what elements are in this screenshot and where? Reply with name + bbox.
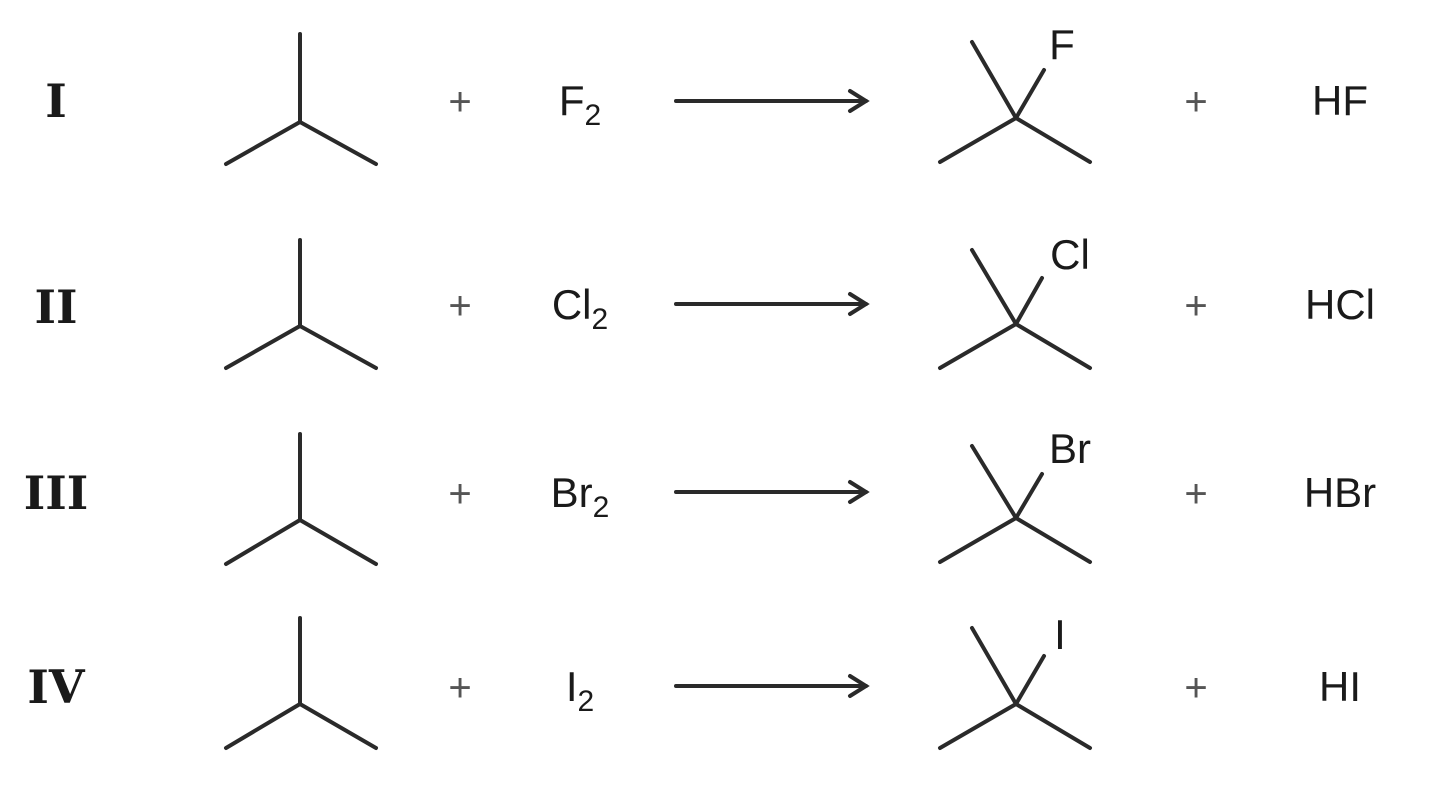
- reaction-label: IV: [27, 660, 85, 714]
- product-skeleton: [938, 444, 1092, 564]
- halogen-substituent: Cl: [1050, 231, 1090, 278]
- reaction-3-bonds: [224, 432, 1092, 566]
- halogen-substituent: I: [1054, 611, 1066, 658]
- hydrogen-halide-byproduct: HF: [1312, 77, 1368, 124]
- reaction-label: I: [45, 74, 67, 128]
- plus-sign-products: +: [1184, 472, 1208, 516]
- reaction-arrow: [674, 674, 870, 698]
- reaction-label: III: [23, 466, 89, 520]
- halogen-substituent: Br: [1049, 425, 1091, 472]
- hydrogen-halide-byproduct: HCl: [1305, 281, 1375, 328]
- plus-sign-reactants: +: [448, 472, 472, 516]
- reaction-row-3: III + Br2 Br + HBr: [0, 424, 1440, 618]
- product-skeleton: [938, 248, 1092, 370]
- product-skeleton: [938, 40, 1092, 164]
- halogen-reagent: Br2: [550, 469, 610, 524]
- plus-sign-products: +: [1184, 284, 1208, 328]
- reaction-arrow: [674, 292, 870, 316]
- plus-sign-reactants: +: [448, 284, 472, 328]
- plus-sign-reactants: +: [448, 666, 472, 710]
- reactant-isobutane: [224, 616, 378, 750]
- reaction-row-1: I + F2 F + HF: [0, 24, 1440, 218]
- reaction-label: II: [34, 280, 78, 334]
- reaction-2-bonds: [224, 238, 1092, 370]
- reaction-row-4: IV + I2 I + HI: [0, 610, 1440, 804]
- reactant-isobutane: [224, 32, 378, 166]
- reactant-isobutane: [224, 432, 378, 566]
- plus-sign-reactants: +: [448, 80, 472, 124]
- plus-sign-products: +: [1184, 666, 1208, 710]
- hydrogen-halide-byproduct: HBr: [1303, 469, 1377, 516]
- reaction-1-bonds: [224, 32, 1092, 166]
- plus-sign-products: +: [1184, 80, 1208, 124]
- halogen-reagent: Cl2: [551, 281, 609, 336]
- halogen-substituent: F: [1049, 21, 1075, 68]
- halogen-reagent: F2: [558, 77, 602, 132]
- reaction-arrow: [674, 89, 870, 113]
- product-skeleton: [938, 626, 1092, 750]
- reaction-4-bonds: [224, 616, 1092, 750]
- reaction-row-2: II + Cl2 Cl + HCl: [0, 228, 1440, 422]
- reactant-isobutane: [224, 238, 378, 370]
- hydrogen-halide-byproduct: HI: [1319, 663, 1361, 710]
- halogen-reagent: I2: [565, 663, 595, 718]
- reaction-arrow: [674, 480, 870, 504]
